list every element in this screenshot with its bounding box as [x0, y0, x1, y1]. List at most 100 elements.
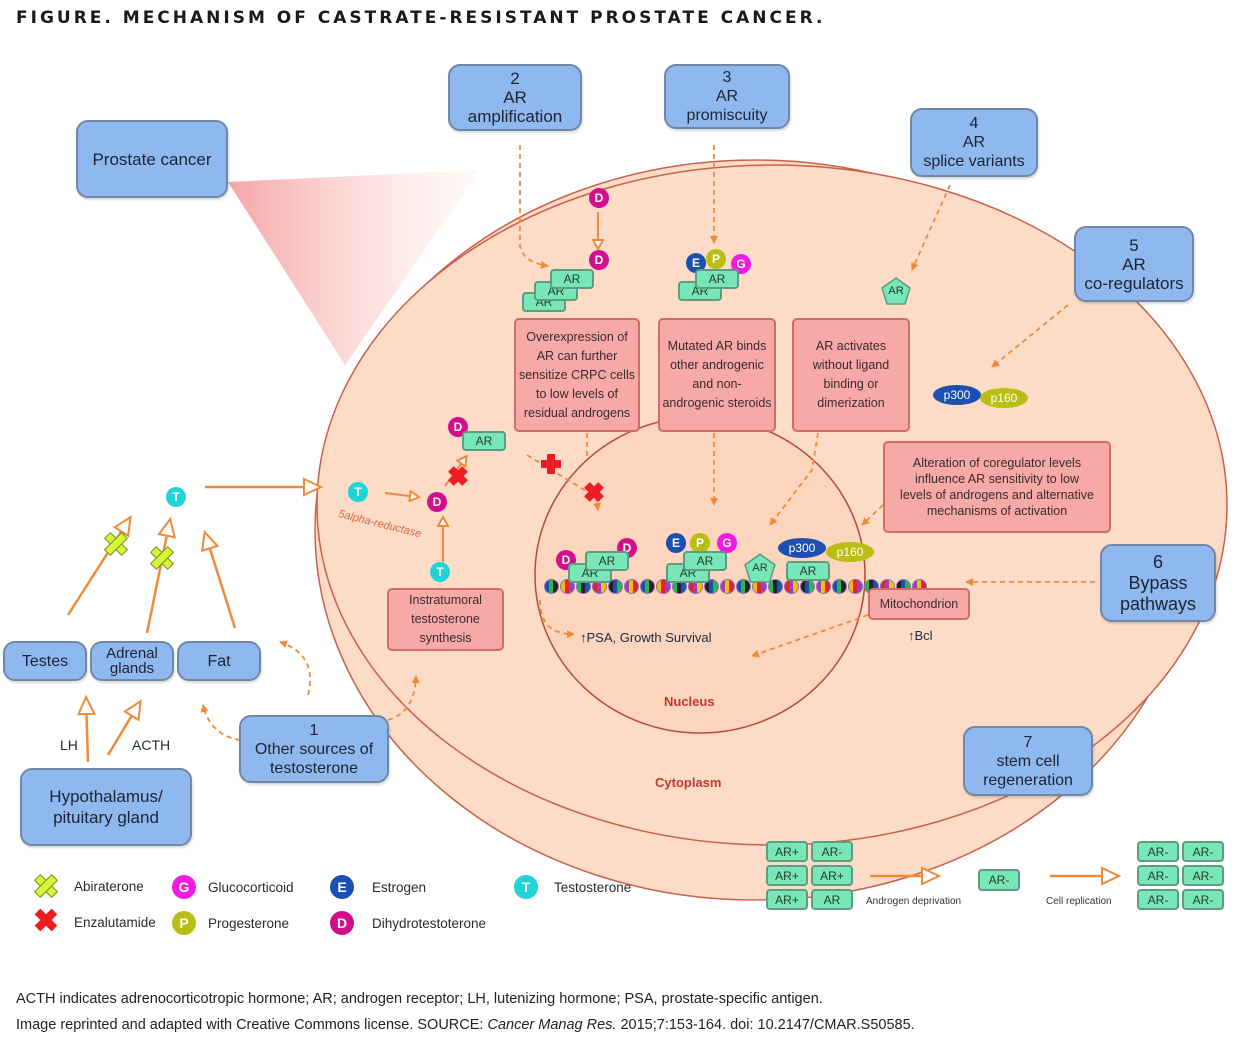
mechanism-line: pathways — [1119, 593, 1197, 614]
dna-segment — [832, 579, 847, 594]
m1-arrow-fat — [279, 640, 311, 696]
legend-label: Estrogen — [372, 879, 427, 895]
ar-cell: AR+ — [766, 865, 808, 886]
coreg-to-p160 — [861, 504, 884, 526]
ar-cell: AR+ — [766, 841, 808, 862]
footnote-abbreviations: ACTH indicates adrenocorticotropic hormo… — [16, 991, 823, 1007]
mechanism-line: regeneration — [983, 771, 1073, 789]
glucocorticoid-icon: G — [172, 875, 196, 899]
acth-arrow — [106, 699, 142, 756]
adrenal-label: glands — [109, 660, 155, 677]
enzalutamide-mark-3 — [584, 482, 604, 502]
mechanism-line: AR — [503, 88, 527, 107]
ar-cell: AR+ — [766, 889, 808, 910]
mechanism-line: Bypass — [1128, 572, 1188, 593]
mutated-ar-box: Mutated AR binds other androgenic and no… — [658, 318, 776, 432]
ar-cell: AR- — [1137, 865, 1179, 886]
adrenal-to-t-arrow — [145, 516, 176, 634]
ar-cells-after: AR-AR-AR-AR-AR-AR- — [1137, 841, 1224, 910]
source-prefix: Image reprinted and adapted with Creativ… — [16, 1017, 488, 1033]
mechanism-line: AR — [1122, 254, 1146, 274]
ar-cell: AR — [811, 889, 853, 910]
m1-arrow-left — [200, 704, 241, 741]
progesterone-icon: P — [172, 911, 196, 935]
cytoplasm-label: Cytoplasm — [655, 775, 722, 790]
legend-estrogen: E Estrogen — [330, 875, 426, 899]
nucleus-label: Nucleus — [664, 694, 715, 709]
mechanism-line: amplification — [467, 107, 563, 126]
estrogen-circle: E — [666, 533, 686, 553]
mechanism-number: 1 — [309, 721, 319, 739]
dht-circle: D — [427, 492, 447, 512]
p160-oval: p160 — [826, 542, 874, 562]
legend-enzalutamide-icon — [34, 908, 58, 932]
ar-receptor: AR — [683, 551, 727, 571]
testosterone-circle: T — [166, 487, 186, 507]
hypothalamus-label: pituitary gland — [53, 808, 159, 827]
mechanism-number: 6 — [1152, 551, 1163, 572]
mechanism-line: splice variants — [923, 153, 1025, 170]
instratumoral-text: Instratumoral testosterone synthesis — [409, 593, 482, 645]
lh-arrow — [76, 694, 97, 763]
legend-label: Abiraterone — [74, 879, 144, 894]
hypothalamus-box: Hypothalamus/ pituitary gland — [20, 768, 192, 846]
mechanism-line: Other sources of testosterone — [254, 740, 374, 777]
ar-receptor: AR — [550, 269, 594, 289]
testes-box: Testes — [3, 641, 87, 681]
progesterone-circle: P — [706, 249, 726, 269]
dna-segment — [800, 579, 815, 594]
overexpression-text: Overexpression of AR can further sensiti… — [518, 329, 635, 420]
dna-segment — [656, 579, 671, 594]
mechanism-line: AR — [715, 88, 739, 105]
legend-enzalutamide: Enzalutamide — [74, 915, 156, 930]
ar-cell: AR- — [1137, 889, 1179, 910]
mitochondrion-text: Mitochondrion — [879, 596, 959, 611]
dna-segment — [848, 579, 863, 594]
testosterone-circle: T — [348, 482, 368, 502]
legend-glucocorticoid: G Glucocorticoid — [172, 875, 294, 899]
ar-splice-label: AR — [752, 562, 768, 574]
adrenal-glands-box: Adrenal glands — [90, 641, 174, 681]
ar-receptor: AR — [695, 269, 739, 289]
prostate-cancer-label: Prostate cancer — [92, 149, 212, 169]
coregulator-text: Alteration of coregulator levels influen… — [900, 456, 1094, 518]
mechanism-4-box: 4 AR splice variants — [910, 108, 1038, 177]
mechanism-number: 3 — [722, 69, 732, 86]
hypothalamus-label: Hypothalamus/ — [49, 787, 163, 806]
dna-segment — [816, 579, 831, 594]
enzalutamide-mark-1 — [448, 466, 468, 486]
dna-segment — [736, 579, 751, 594]
dna-segment — [768, 579, 783, 594]
legend-label: Testosterone — [554, 879, 632, 895]
dna-segment — [720, 579, 735, 594]
legend-label: Glucocorticoid — [208, 879, 294, 895]
testes-to-t-arrow — [66, 515, 132, 616]
ar-cell: AR+ — [811, 865, 853, 886]
ar-receptor: AR — [462, 431, 506, 451]
dht-icon: D — [330, 911, 354, 935]
ar-splice-variant — [881, 277, 911, 305]
coregulator-box: Alteration of coregulator levels influen… — [883, 441, 1111, 533]
dht-circle: D — [589, 188, 609, 208]
mechanism-7-box: 7 stem cell regeneration — [963, 726, 1093, 796]
cell-replication-label: Cell replication — [1046, 896, 1112, 907]
p300-oval: p300 — [778, 538, 826, 558]
testosterone-circle: T — [430, 562, 450, 582]
m4-arrow — [911, 184, 951, 271]
mechanism-5-box: 5 AR co-regulators — [1074, 226, 1194, 302]
mutated-ar-text: Mutated AR binds other androgenic and no… — [662, 339, 772, 410]
psa-label: ↑PSA, Growth Survival — [580, 630, 712, 645]
mechanism-number: 7 — [1023, 733, 1033, 751]
dht-circle: D — [589, 250, 609, 270]
acth-label: ACTH — [132, 737, 171, 753]
enzalutamide-mark-2 — [541, 454, 561, 474]
prostate-cancer-box: Prostate cancer — [76, 120, 228, 198]
legend-progesterone: P Progesterone — [172, 911, 289, 935]
ar-cell: AR- — [1137, 841, 1179, 862]
p160-oval: p160 — [980, 388, 1028, 408]
legend-testosterone: T Testosterone — [514, 875, 631, 899]
mechanism-number: 2 — [510, 69, 520, 88]
estrogen-icon: E — [330, 875, 354, 899]
legend-abiraterone-icon — [33, 873, 59, 899]
mechanism-number: 5 — [1129, 235, 1139, 255]
